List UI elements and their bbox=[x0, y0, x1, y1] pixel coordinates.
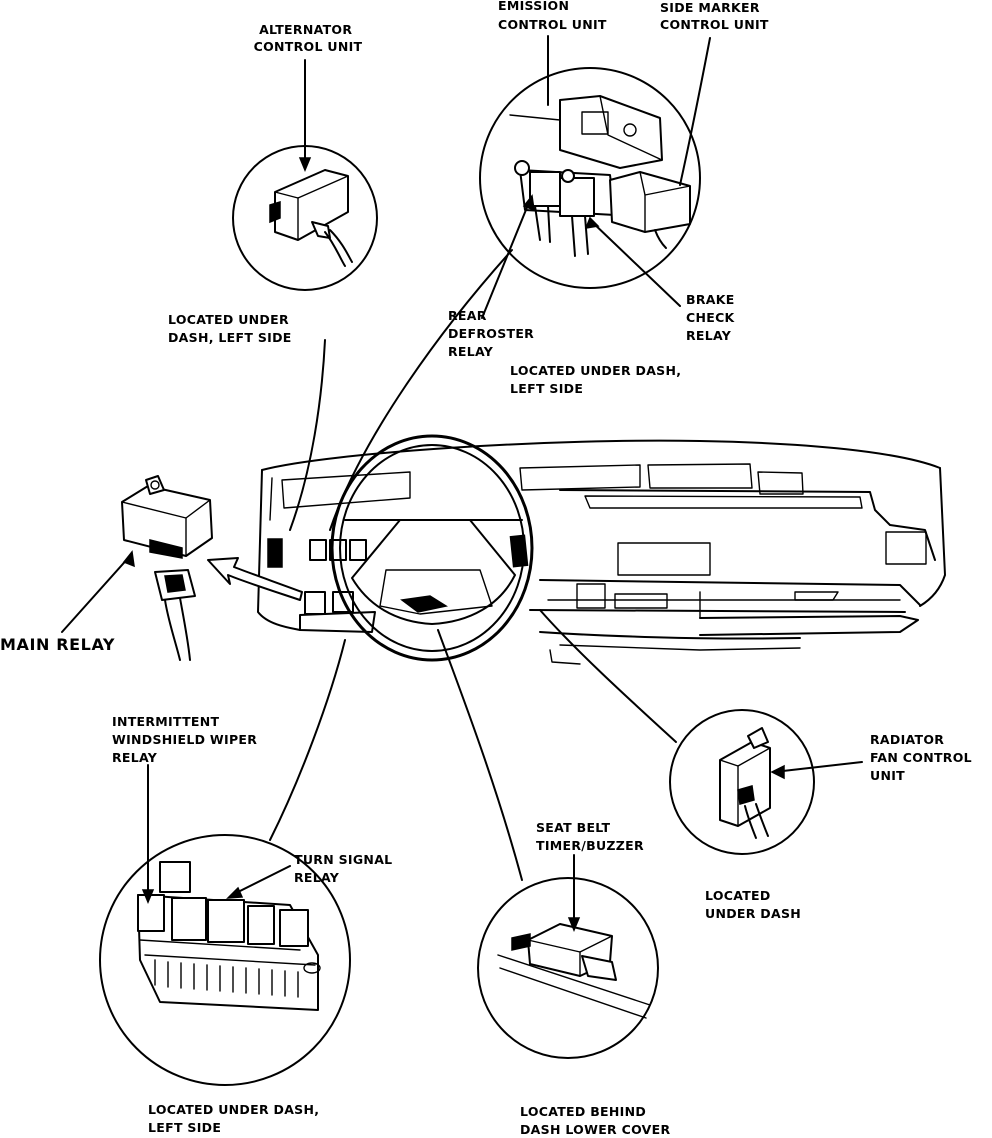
turn-signal-relay bbox=[171, 897, 309, 947]
radiator-fan-inset bbox=[669, 709, 815, 855]
fuse-box-callout-line bbox=[269, 639, 346, 841]
main-relay-label: MAIN RELAY bbox=[0, 635, 115, 654]
rear-defroster-label: REAR DEFROSTER RELAY bbox=[448, 308, 539, 359]
main-relay-arrow bbox=[207, 557, 303, 601]
brake-check-leader bbox=[589, 219, 681, 307]
top-relay-group-inset bbox=[479, 67, 701, 289]
brake-check-relay bbox=[559, 169, 595, 257]
turn-signal-label: TURN SIGNAL RELAY bbox=[294, 852, 397, 885]
brake-check-label: BRAKE CHECK RELAY bbox=[686, 292, 739, 343]
alternator-control-unit-inset bbox=[232, 145, 378, 291]
top-group-callout-line bbox=[329, 249, 513, 531]
alternator-control-unit bbox=[269, 169, 353, 267]
side-marker-label: SIDE MARKER CONTROL UNIT bbox=[660, 0, 769, 32]
radiator-label: RADIATOR FAN CONTROL UNIT bbox=[870, 732, 977, 783]
rear-defroster-leader bbox=[481, 199, 531, 319]
fuse-box-inset bbox=[99, 834, 351, 1086]
alternator-location-label: LOCATED UNDER DASH, LEFT SIDE bbox=[168, 312, 294, 345]
dashboard bbox=[257, 439, 946, 665]
radiator-callout-line bbox=[539, 609, 677, 743]
turn-signal-leader bbox=[231, 865, 291, 896]
radiator-fan-control-unit bbox=[719, 727, 771, 839]
emission-control-unit bbox=[509, 95, 663, 169]
fuse-location-label: LOCATED UNDER DASH, LEFT SIDE bbox=[148, 1102, 324, 1135]
side-marker-control-unit bbox=[609, 171, 691, 249]
radiator-location-label: LOCATED UNDER DASH bbox=[705, 888, 801, 921]
main-relay bbox=[121, 475, 213, 661]
intermittent-windshield-wiper-relay bbox=[137, 861, 191, 932]
seat-belt-label: SEAT BELT TIMER/BUZZER bbox=[536, 820, 644, 853]
wiper-label: INTERMITTENT WINDSHIELD WIPER RELAY bbox=[112, 714, 262, 765]
seat-belt-location-label: LOCATED BEHIND DASH LOWER COVER bbox=[520, 1104, 670, 1137]
seat-belt-timer-inset bbox=[477, 877, 659, 1059]
top-location-label: LOCATED UNDER DASH, LEFT SIDE bbox=[510, 363, 686, 396]
steering-wheel bbox=[330, 434, 534, 662]
radiator-leader bbox=[773, 761, 863, 773]
alternator-label: ALTERNATOR CONTROL UNIT bbox=[254, 22, 363, 54]
seat-belt-timer-buzzer bbox=[497, 923, 651, 1019]
emission-label: EMISSION CONTROL UNIT bbox=[498, 0, 607, 32]
side-marker-leader bbox=[679, 37, 711, 186]
seat-belt-callout-line bbox=[437, 629, 523, 881]
rear-defroster-relay bbox=[514, 160, 561, 243]
main-relay-leader bbox=[61, 555, 131, 633]
alternator-callout-line bbox=[289, 339, 326, 531]
